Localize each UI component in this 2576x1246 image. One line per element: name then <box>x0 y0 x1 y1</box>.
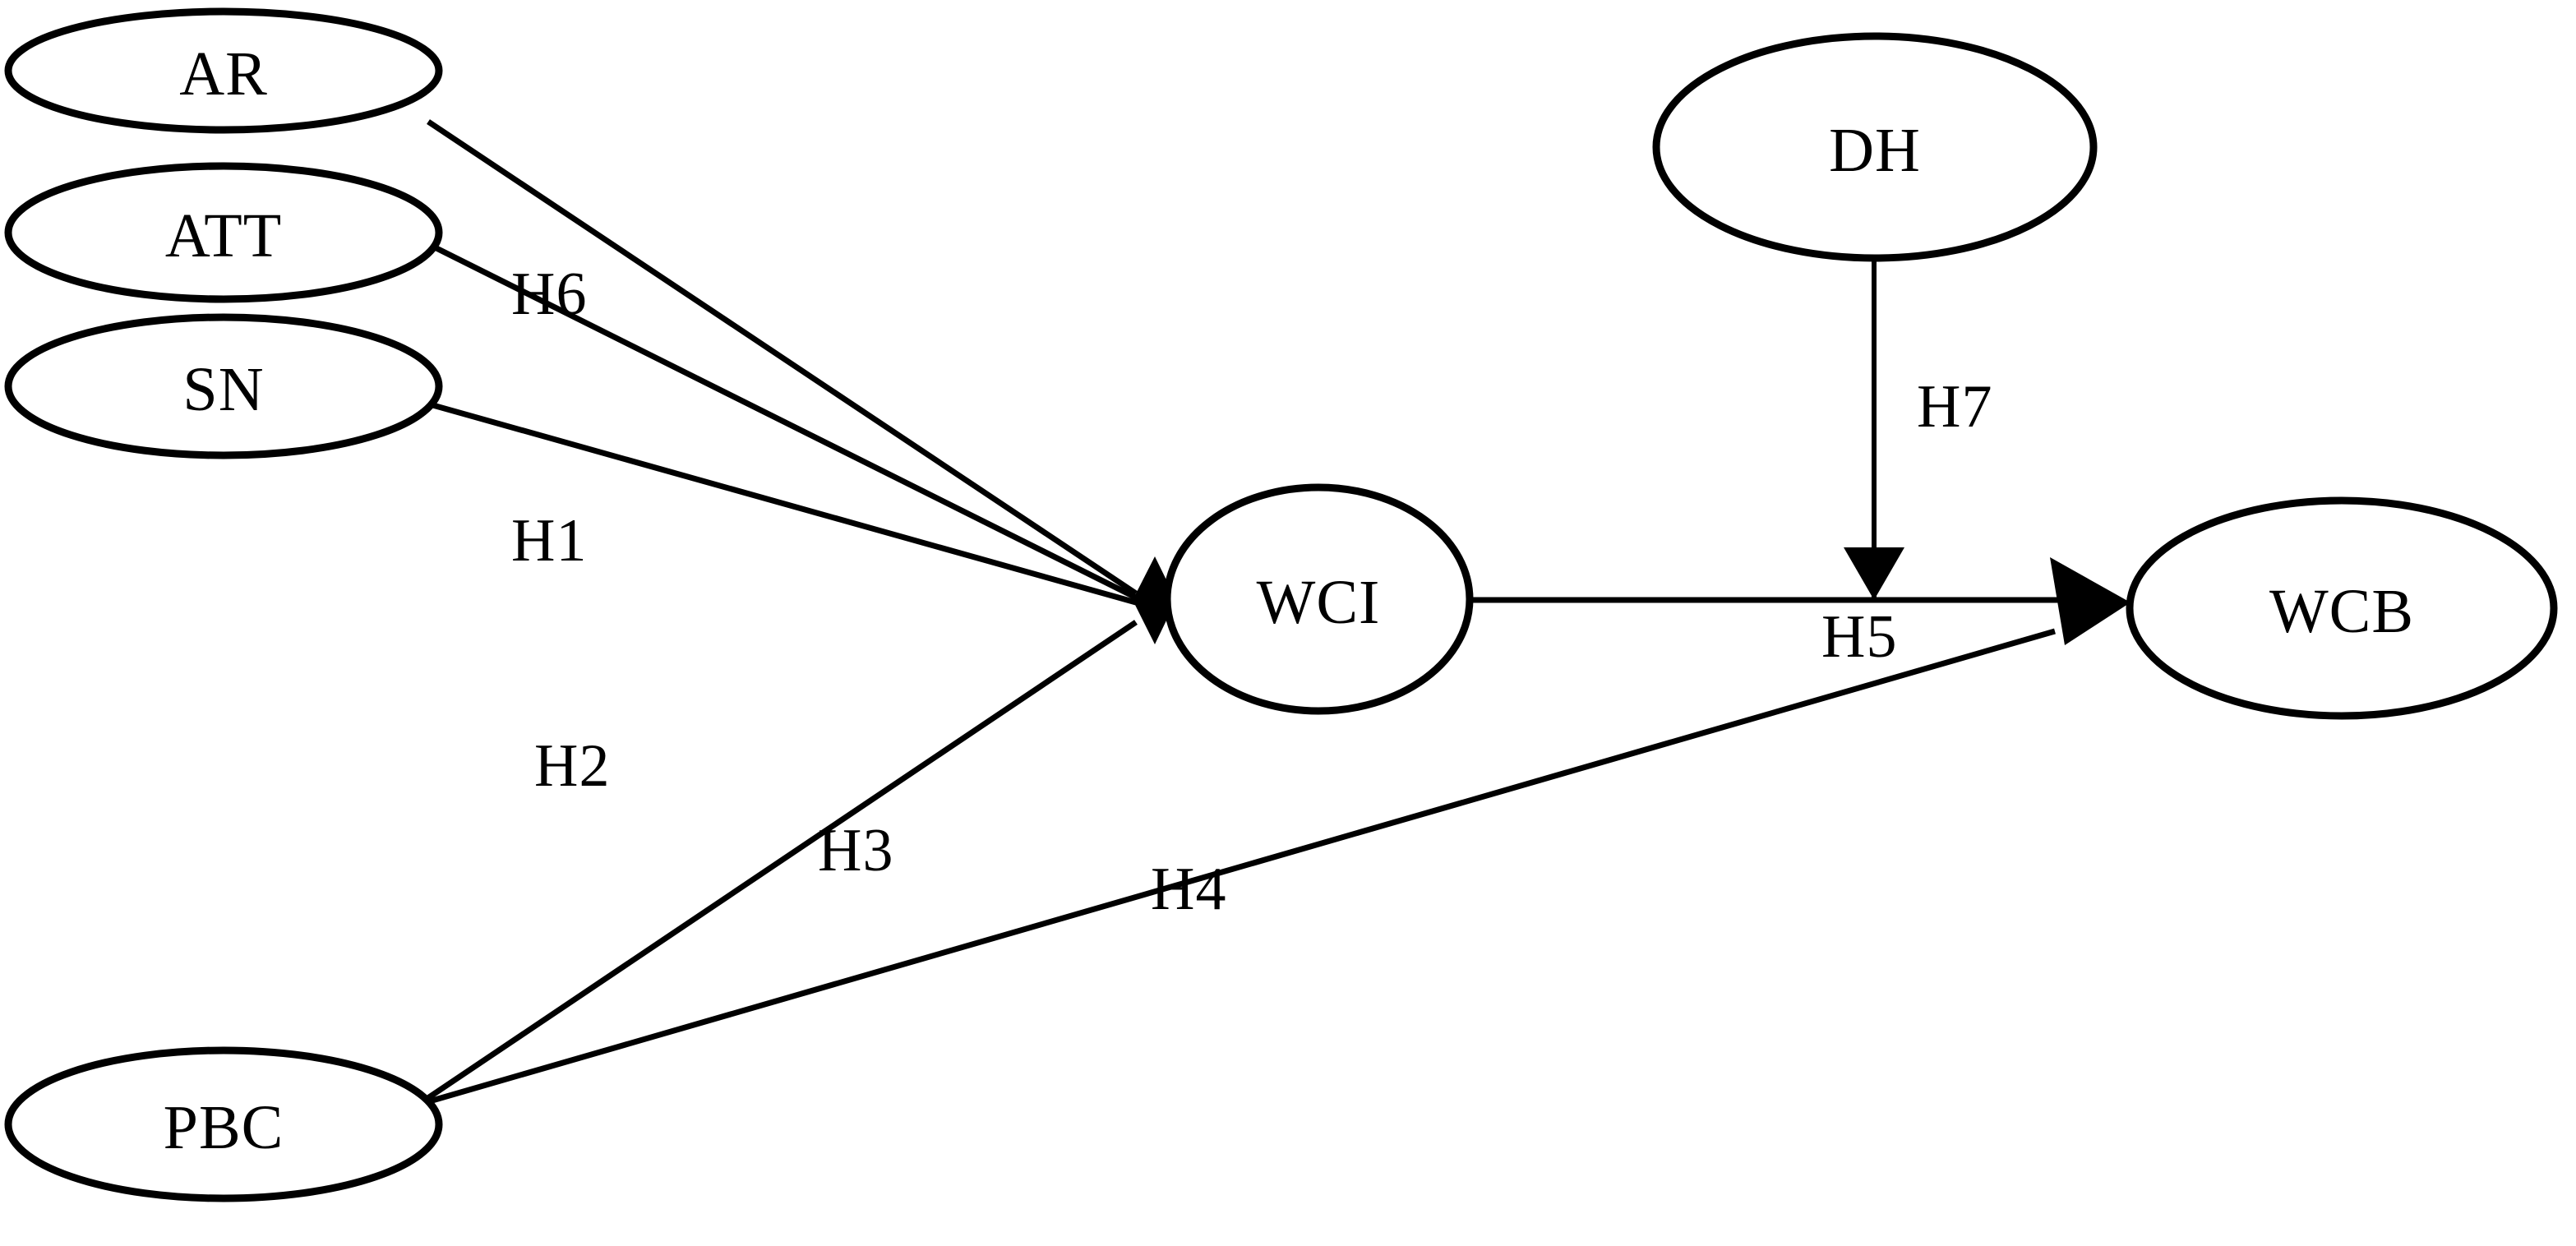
edge-h4[interactable]: H4 <box>426 628 2056 1105</box>
node-wcb[interactable]: WCB <box>2126 496 2558 720</box>
node-wcb-shape <box>2126 496 2558 720</box>
edge-h3-line <box>425 620 1138 1101</box>
edge-h5[interactable]: H5 <box>1470 597 2080 671</box>
edge-h4-line <box>426 628 2056 1105</box>
node-att-label: ATT <box>165 201 282 270</box>
node-wcb-label: WCB <box>2269 577 2414 646</box>
node-ar-shape <box>4 7 443 134</box>
edge-h1-line <box>432 243 1138 601</box>
edge-h3[interactable]: H3 <box>425 620 1138 1101</box>
edge-h1[interactable]: H1 <box>432 243 1138 601</box>
node-sn-shape <box>4 313 443 459</box>
node-sn[interactable]: SN <box>4 313 443 459</box>
node-pbc[interactable]: PBC <box>4 1046 443 1202</box>
node-att[interactable]: ATT <box>4 162 443 303</box>
node-wci-label: WCI <box>1257 568 1381 637</box>
node-ar[interactable]: AR <box>4 7 443 134</box>
node-att-shape <box>4 162 443 303</box>
edge-h1-label: H1 <box>511 507 587 575</box>
wcb-arrowhead-icon <box>2050 557 2131 645</box>
node-wci[interactable]: WCI <box>1163 483 1474 715</box>
edge-h6-line <box>427 119 1138 596</box>
edge-h7[interactable]: H7 <box>1844 258 1992 600</box>
edge-h2-line <box>429 401 1137 606</box>
node-dh-label: DH <box>1829 116 1921 185</box>
edge-h5-label: H5 <box>1821 603 1897 671</box>
node-dh-shape <box>1652 32 2098 262</box>
edge-h2[interactable]: H2 <box>429 401 1137 800</box>
edge-h7-arrowhead-icon <box>1844 547 1904 600</box>
edge-h4-label: H4 <box>1151 856 1226 923</box>
node-pbc-shape <box>4 1046 443 1202</box>
node-sn-label: SN <box>182 355 264 424</box>
edge-h2-label: H2 <box>534 732 610 800</box>
node-pbc-label: PBC <box>164 1093 284 1162</box>
node-wci-shape <box>1163 483 1474 715</box>
node-dh[interactable]: DH <box>1652 32 2098 262</box>
edge-h7-label: H7 <box>1917 373 1992 441</box>
edge-h3-label: H3 <box>818 817 893 884</box>
wci-diamond-arrowhead-icon <box>1133 556 1176 644</box>
node-ar-label: AR <box>179 39 268 108</box>
